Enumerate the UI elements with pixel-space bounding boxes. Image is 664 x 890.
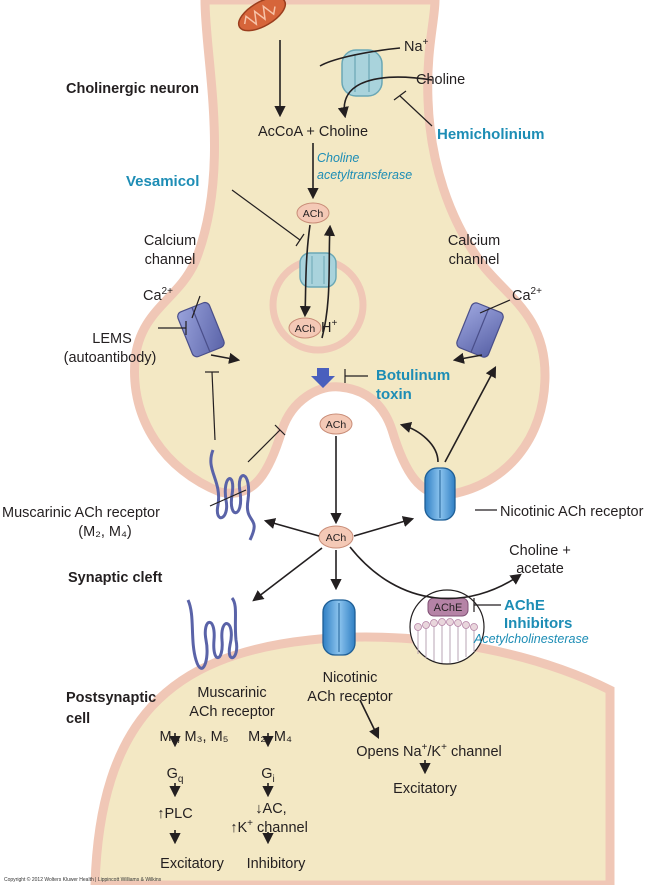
calcium-channel-left-icon [177,301,225,358]
vesicular-ach-transporter-icon [299,252,337,288]
botulinum-block-arrow-icon [311,368,335,388]
region-cleft-label: Synaptic cleft [68,570,162,586]
postsynaptic-membrane [90,632,615,890]
postsynaptic-muscarinic-label-2: ACh receptor [189,704,275,720]
presynaptic-muscarinic-label-2: (M₂, M₄) [78,524,131,540]
presynaptic-membrane [130,0,550,500]
postsynaptic-muscarinic-label: Muscarinic [197,685,266,701]
lems-label-2: (autoantibody) [64,350,157,366]
gq-result-label: Excitatory [160,856,224,872]
postsynaptic-nicotinic-receptor-icon [322,599,356,656]
calcium-channel-left-label-2: channel [145,252,196,268]
calcium-ion-left-label: Ca2+ [143,286,173,304]
ach-cytosol-bubble [296,202,330,224]
ach-cleft-label: ACh [326,532,347,544]
gi-subtypes-label: M₂, M₄ [248,729,292,745]
ache-inhibitors-label: AChE [504,597,545,614]
gq-subtypes-label: M₁, M₃, M₅ [160,729,229,745]
region-postsynaptic-label-2: cell [66,711,90,727]
nicotinic-result-label: Excitatory [393,781,457,797]
calcium-channel-left-label: Calcium [144,233,196,249]
gi-effect-label-2: ↑K+ channel [230,818,308,836]
ache-label: AChE [434,602,463,614]
presynaptic-muscarinic-receptor-icon [209,449,256,541]
calcium-ion-right-label: Ca2+ [512,286,542,304]
ach-vesicle-label: ACh [295,323,316,335]
choline-uptake-label: Choline [416,72,465,88]
mitochondrion-icon [237,0,287,32]
ach-fusing-bubble [319,413,353,435]
pathway-arrows [169,40,522,845]
choline-transporter-icon [341,49,383,97]
proton-label: H+ [321,318,337,336]
lems-label: LEMS [92,331,132,347]
nicotinic-opens-label: Opens Na+/K+ channel [356,742,502,760]
degradation-products-label: Choline + [509,543,571,559]
presynaptic-neuron [130,0,550,500]
postsynaptic-cell [90,632,615,890]
postsynaptic-muscarinic-receptor-icon [186,597,239,670]
ach-fusing-label: ACh [326,419,347,431]
botulinum-label-2: toxin [376,386,412,403]
ach-cytosol-label: ACh [303,208,324,220]
degradation-products-label-2: acetate [516,561,564,577]
gi-protein-label: Gi [261,766,275,785]
copyright-label: Copyright © 2012 Wolters Kluwer Health |… [4,876,162,883]
ach-bubbles [288,202,354,549]
calcium-channel-right-label: Calcium [448,233,500,249]
gq-protein-label: Gq [167,766,184,785]
labels: Cholinergic neuron Synaptic cleft Postsy… [2,37,644,883]
synthesis-reaction-label: AcCoA + Choline [258,124,368,140]
gi-effect-label: ↓AC, [255,801,286,817]
acetylcholinesterase-label: Acetylcholinesterase [473,632,589,646]
postsynaptic-nicotinic-label: Nicotinic [323,670,378,686]
ach-cleft-bubble [318,525,354,549]
gi-result-label: Inhibitory [247,856,307,872]
ache-inhibitors-label-2: Inhibitors [504,615,572,632]
region-presynaptic-label: Cholinergic neuron [66,81,199,97]
region-postsynaptic-label: Postsynaptic [66,690,156,706]
calcium-channel-right-icon [456,302,504,358]
vesamicol-label: Vesamicol [126,173,199,190]
ach-vesicle-bubble [288,317,322,339]
postsynaptic-nicotinic-label-2: ACh receptor [307,689,393,705]
sodium-label: Na+ [404,37,429,55]
presynaptic-nicotinic-label: Nicotinic ACh receptor [500,504,644,520]
presynaptic-muscarinic-label: Muscarinic ACh receptor [2,505,160,521]
calcium-channel-right-label-2: channel [449,252,500,268]
enzyme-chat-label: Choline [317,151,359,165]
gq-effect-label: ↑PLC [157,806,192,822]
presynaptic-nicotinic-receptor-icon [424,467,456,521]
botulinum-label: Botulinum [376,367,450,384]
inhibition-lines [158,90,511,612]
enzyme-chat-label-2: acetyltransferase [317,168,412,182]
hemicholinium-label: Hemicholinium [437,126,545,143]
